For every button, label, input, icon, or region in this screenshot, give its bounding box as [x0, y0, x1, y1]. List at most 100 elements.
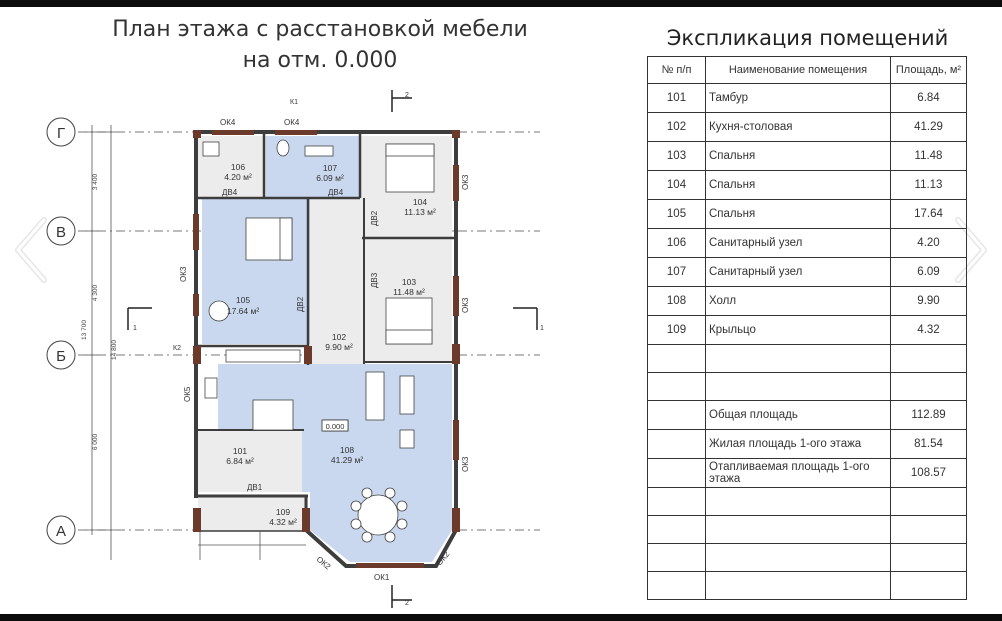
- top-border: [0, 0, 1002, 7]
- dim-6000: 6 000: [92, 433, 99, 450]
- empty-row: [647, 372, 967, 401]
- row-area: 17.64: [890, 199, 967, 229]
- row-num: 109: [647, 315, 706, 345]
- row-area: 4.32: [890, 315, 967, 345]
- row-name: Санитарный узел: [705, 228, 891, 258]
- total-row: Общая площадь 112.89: [647, 400, 967, 430]
- porch-rail: [198, 531, 306, 560]
- explication-table: № п/п Наименование помещения Площадь, м²…: [647, 56, 967, 600]
- total-row: Жилая площадь 1-ого этажа 81.54: [647, 429, 967, 459]
- row-area: 41.29: [890, 112, 967, 142]
- row-name: Кухня-столовая: [705, 112, 891, 142]
- row-area: 9.90: [890, 286, 967, 316]
- room-109-num: 109: [276, 507, 290, 517]
- room-102-num: 102: [332, 332, 346, 342]
- chevron-right-icon: [955, 217, 987, 283]
- axis-label-g: Г: [57, 125, 65, 142]
- table-row: 107 Санитарный узел 6.09: [647, 257, 967, 287]
- plan-title-line2: на отм. 0.000: [242, 48, 398, 73]
- row-num: 108: [647, 286, 706, 316]
- room-101-num: 101: [233, 446, 247, 456]
- floor-plan-drawing: Г В Б А 3 400 4 300 13 700 14 800 6 000 …: [46, 90, 544, 608]
- table-row: 103 Спальня 11.48: [647, 141, 967, 171]
- row-area: 11.48: [890, 141, 967, 171]
- table-row: 102 Кухня-столовая 41.29: [647, 112, 967, 142]
- door-dv4-2: ДВ4: [328, 188, 344, 197]
- window-ok2-left: ОК2: [315, 555, 333, 572]
- plan-title-line1: План этажа с расстановкой мебели: [112, 17, 528, 42]
- room-103-area: 11.48 м²: [393, 287, 425, 297]
- row-name: Спальня: [705, 170, 891, 200]
- row-num: 105: [647, 199, 706, 229]
- window-ok5: ОК5: [183, 386, 192, 402]
- marker-k1: К1: [290, 99, 298, 106]
- dim-13700: 13 700: [81, 320, 88, 340]
- total-name: Общая площадь: [705, 400, 891, 430]
- room-108-area: 41.29 м²: [331, 455, 363, 465]
- living-area-name: Жилая площадь 1-ого этажа: [705, 429, 891, 459]
- prev-slide-button[interactable]: [10, 214, 54, 286]
- cut-label-left: 1: [133, 325, 137, 332]
- living-area-value: 81.54: [890, 429, 967, 459]
- total-area: 112.89: [890, 400, 967, 430]
- next-slide-button[interactable]: [948, 214, 992, 286]
- row-name: Крыльцо: [705, 315, 891, 345]
- plan-title: План этажа с расстановкой мебели на отм.…: [95, 14, 545, 76]
- door-dv1: ДВ1: [247, 483, 263, 492]
- row-num: 101: [647, 83, 706, 113]
- explication-title: Экспликация помещений: [666, 26, 949, 50]
- heated-area-value: 108.57: [890, 458, 967, 488]
- window-ok3-2: ОК3: [179, 266, 188, 282]
- window-ok4-left: ОК4: [220, 118, 236, 127]
- window-ok3-4: ОК3: [461, 456, 470, 472]
- table-row: 109 Крыльцо 4.32: [647, 315, 967, 345]
- row-name: Спальня: [705, 199, 891, 229]
- axis-markers: Г В Б А: [46, 117, 76, 545]
- room-107-num: 107: [323, 163, 337, 173]
- row-num: 103: [647, 141, 706, 171]
- dim-4300: 4 300: [92, 284, 99, 301]
- cut-label-right: 1: [540, 325, 544, 332]
- level-mark-box: [321, 419, 349, 432]
- total-row: Отапливаемая площадь 1-ого этажа 108.57: [647, 458, 967, 488]
- room-106-area: 4.20 м²: [224, 172, 252, 182]
- door-dv2-1: ДВ2: [370, 210, 379, 226]
- cut-label-top: 2: [405, 92, 409, 99]
- row-num: 106: [647, 228, 706, 258]
- room-104-num: 104: [413, 197, 427, 207]
- row-num: 107: [647, 257, 706, 287]
- window-ok3-3: ОК3: [461, 297, 470, 313]
- table-row: 104 Спальня 11.13: [647, 170, 967, 200]
- bottom-border: [0, 614, 1002, 621]
- row-name: Тамбур: [705, 83, 891, 113]
- room-103-num: 103: [402, 277, 416, 287]
- header-area: Площадь, м²: [890, 56, 967, 84]
- header-name: Наименование помещения: [705, 56, 891, 84]
- empty-row: [647, 515, 967, 544]
- room-106-num: 106: [231, 162, 245, 172]
- table-header-row: № п/п Наименование помещения Площадь, м²: [647, 56, 967, 84]
- dimension-lines: [86, 125, 116, 560]
- table-row: 105 Спальня 17.64: [647, 199, 967, 229]
- table-row: 101 Тамбур 6.84: [647, 83, 967, 113]
- row-area: 4.20: [890, 228, 967, 258]
- row-area: 6.09: [890, 257, 967, 287]
- dim-14800: 14 800: [111, 340, 118, 360]
- axis-label-a: А: [56, 523, 66, 540]
- row-area: 11.13: [890, 170, 967, 200]
- table-row: 108 Холл 9.90: [647, 286, 967, 316]
- row-name: Холл: [705, 286, 891, 316]
- row-num: 102: [647, 112, 706, 142]
- columns: [193, 130, 460, 568]
- row-name: Спальня: [705, 141, 891, 171]
- window-ok1: ОК1: [374, 573, 390, 582]
- room-102-area: 9.90 м²: [325, 342, 353, 352]
- axis-label-b: Б: [56, 348, 66, 365]
- section-cuts: [127, 90, 538, 608]
- window-ok3-1: ОК3: [461, 174, 470, 190]
- row-area: 6.84: [890, 83, 967, 113]
- empty-row: [647, 344, 967, 373]
- room-108-num: 108: [340, 445, 354, 455]
- cut-label-bottom: 2: [405, 600, 409, 607]
- room-104-area: 11.13 м²: [404, 207, 436, 217]
